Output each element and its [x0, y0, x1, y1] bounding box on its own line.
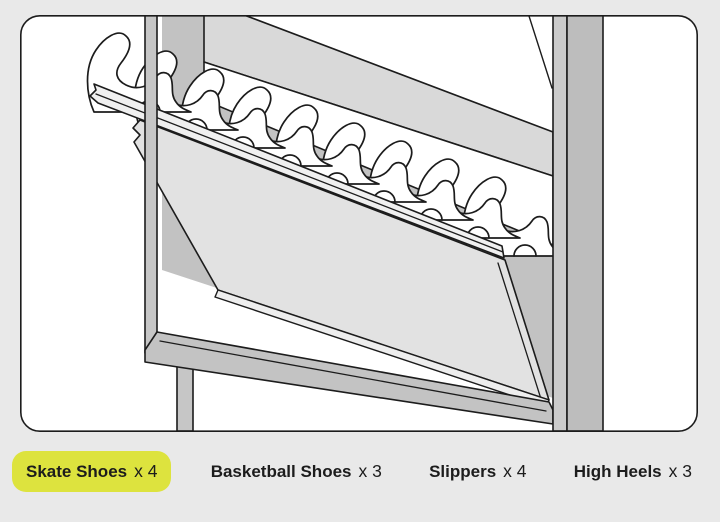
shoe-count-legend: Skate Shoes x 4 Basketball Shoes x 3 Sli…: [0, 443, 720, 499]
legend-item-slippers[interactable]: Slippers x 4: [421, 451, 534, 492]
drawer-front-panel: [132, 119, 550, 401]
illustration-card-border: [19, 15, 699, 432]
cabinet-left-leg: [176, 359, 194, 431]
drawer-top-rail: [89, 83, 505, 259]
legend-count: x 3: [358, 460, 382, 481]
legend-label: High Heels: [573, 461, 662, 481]
legend-item-skate-shoes[interactable]: Skate Shoes x 4: [12, 450, 172, 492]
frame-right-post-outer: [566, 16, 604, 431]
frame-left-post: [144, 16, 158, 354]
legend-label: Basketball Shoes: [210, 461, 352, 481]
legend-count: x 4: [503, 460, 527, 481]
legend-item-high-heels[interactable]: High Heels x 3: [566, 451, 700, 492]
frame-right-post-inner: [552, 16, 568, 431]
upper-frame-corner-line: [528, 16, 553, 89]
drawer-rail-inner-line: [95, 93, 504, 253]
legend-item-basketball-shoes[interactable]: Basketball Shoes x 3: [203, 451, 390, 492]
legend-count: x 4: [134, 460, 158, 481]
frame-bottom-rail-line: [159, 340, 547, 412]
drawer-right-edge-line: [497, 262, 542, 400]
legend-label: Skate Shoes: [26, 461, 128, 481]
legend-count: x 3: [668, 460, 692, 481]
legend-label: Slippers: [429, 461, 497, 481]
